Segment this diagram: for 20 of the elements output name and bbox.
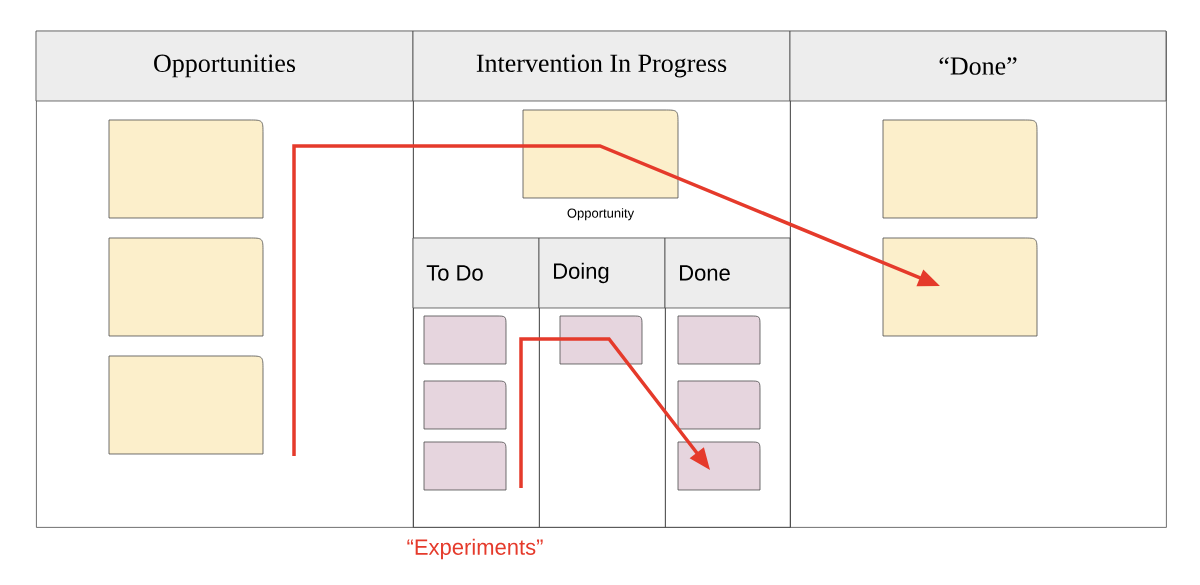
- column-header: “Done”: [789, 30, 1167, 102]
- card-caption: Opportunity: [567, 208, 635, 221]
- sticky-note: [677, 380, 761, 430]
- column-header: Doing: [538, 237, 666, 309]
- column-caption: “Experiments”: [407, 538, 543, 560]
- sticky-note: [423, 380, 507, 430]
- sticky-note: [108, 119, 264, 219]
- sticky-note: [677, 441, 761, 491]
- column-header: Intervention In Progress: [412, 30, 791, 102]
- sticky-note: [423, 315, 507, 365]
- sticky-note: [882, 237, 1038, 337]
- sticky-note: [559, 315, 643, 365]
- sticky-note: [677, 315, 761, 365]
- sticky-note: [882, 119, 1038, 219]
- sticky-note: [108, 355, 264, 455]
- column-header: To Do: [412, 237, 540, 309]
- column-header: Done: [664, 237, 791, 309]
- sticky-note: [108, 237, 264, 337]
- column-header: Opportunities: [35, 30, 414, 102]
- sticky-note: [423, 441, 507, 491]
